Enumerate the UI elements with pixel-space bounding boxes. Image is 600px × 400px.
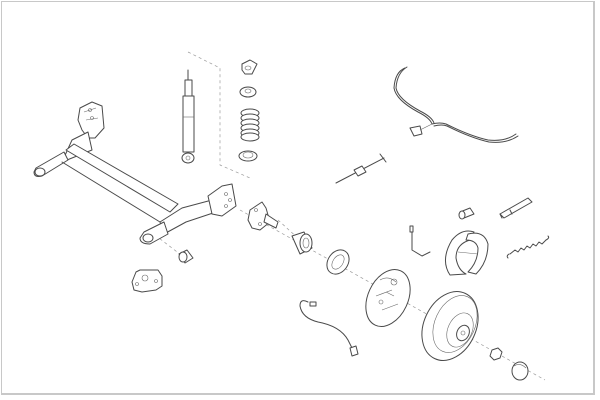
strut-mount[interactable] <box>241 59 258 75</box>
handbrake-cable[interactable] <box>393 66 519 143</box>
shock-absorber[interactable] <box>181 69 195 164</box>
abs-sensor[interactable] <box>299 300 359 357</box>
coil-spring[interactable] <box>240 108 260 142</box>
backing-plate[interactable] <box>357 262 419 333</box>
mount-bracket[interactable] <box>131 269 163 293</box>
diagram-frame <box>1 1 595 395</box>
brake-shoes[interactable] <box>445 230 489 276</box>
wheel-cylinder[interactable] <box>458 207 475 220</box>
hub-cap[interactable] <box>511 361 529 381</box>
brake-line[interactable] <box>409 225 431 257</box>
guide-lines <box>154 51 546 381</box>
stub-axle[interactable] <box>247 201 279 231</box>
axle-beam[interactable] <box>33 101 237 245</box>
axle-bushing[interactable] <box>178 249 194 264</box>
seal-ring[interactable] <box>322 246 353 279</box>
brake-drum[interactable] <box>411 282 489 369</box>
hub-nut[interactable] <box>489 347 503 361</box>
return-spring[interactable] <box>506 235 550 259</box>
bump-stop-ring[interactable] <box>239 86 257 98</box>
spring-seat[interactable] <box>238 150 258 162</box>
adjuster-lever[interactable] <box>499 197 533 219</box>
wheel-bearing[interactable] <box>291 231 313 255</box>
cable-adjuster[interactable] <box>335 153 387 184</box>
